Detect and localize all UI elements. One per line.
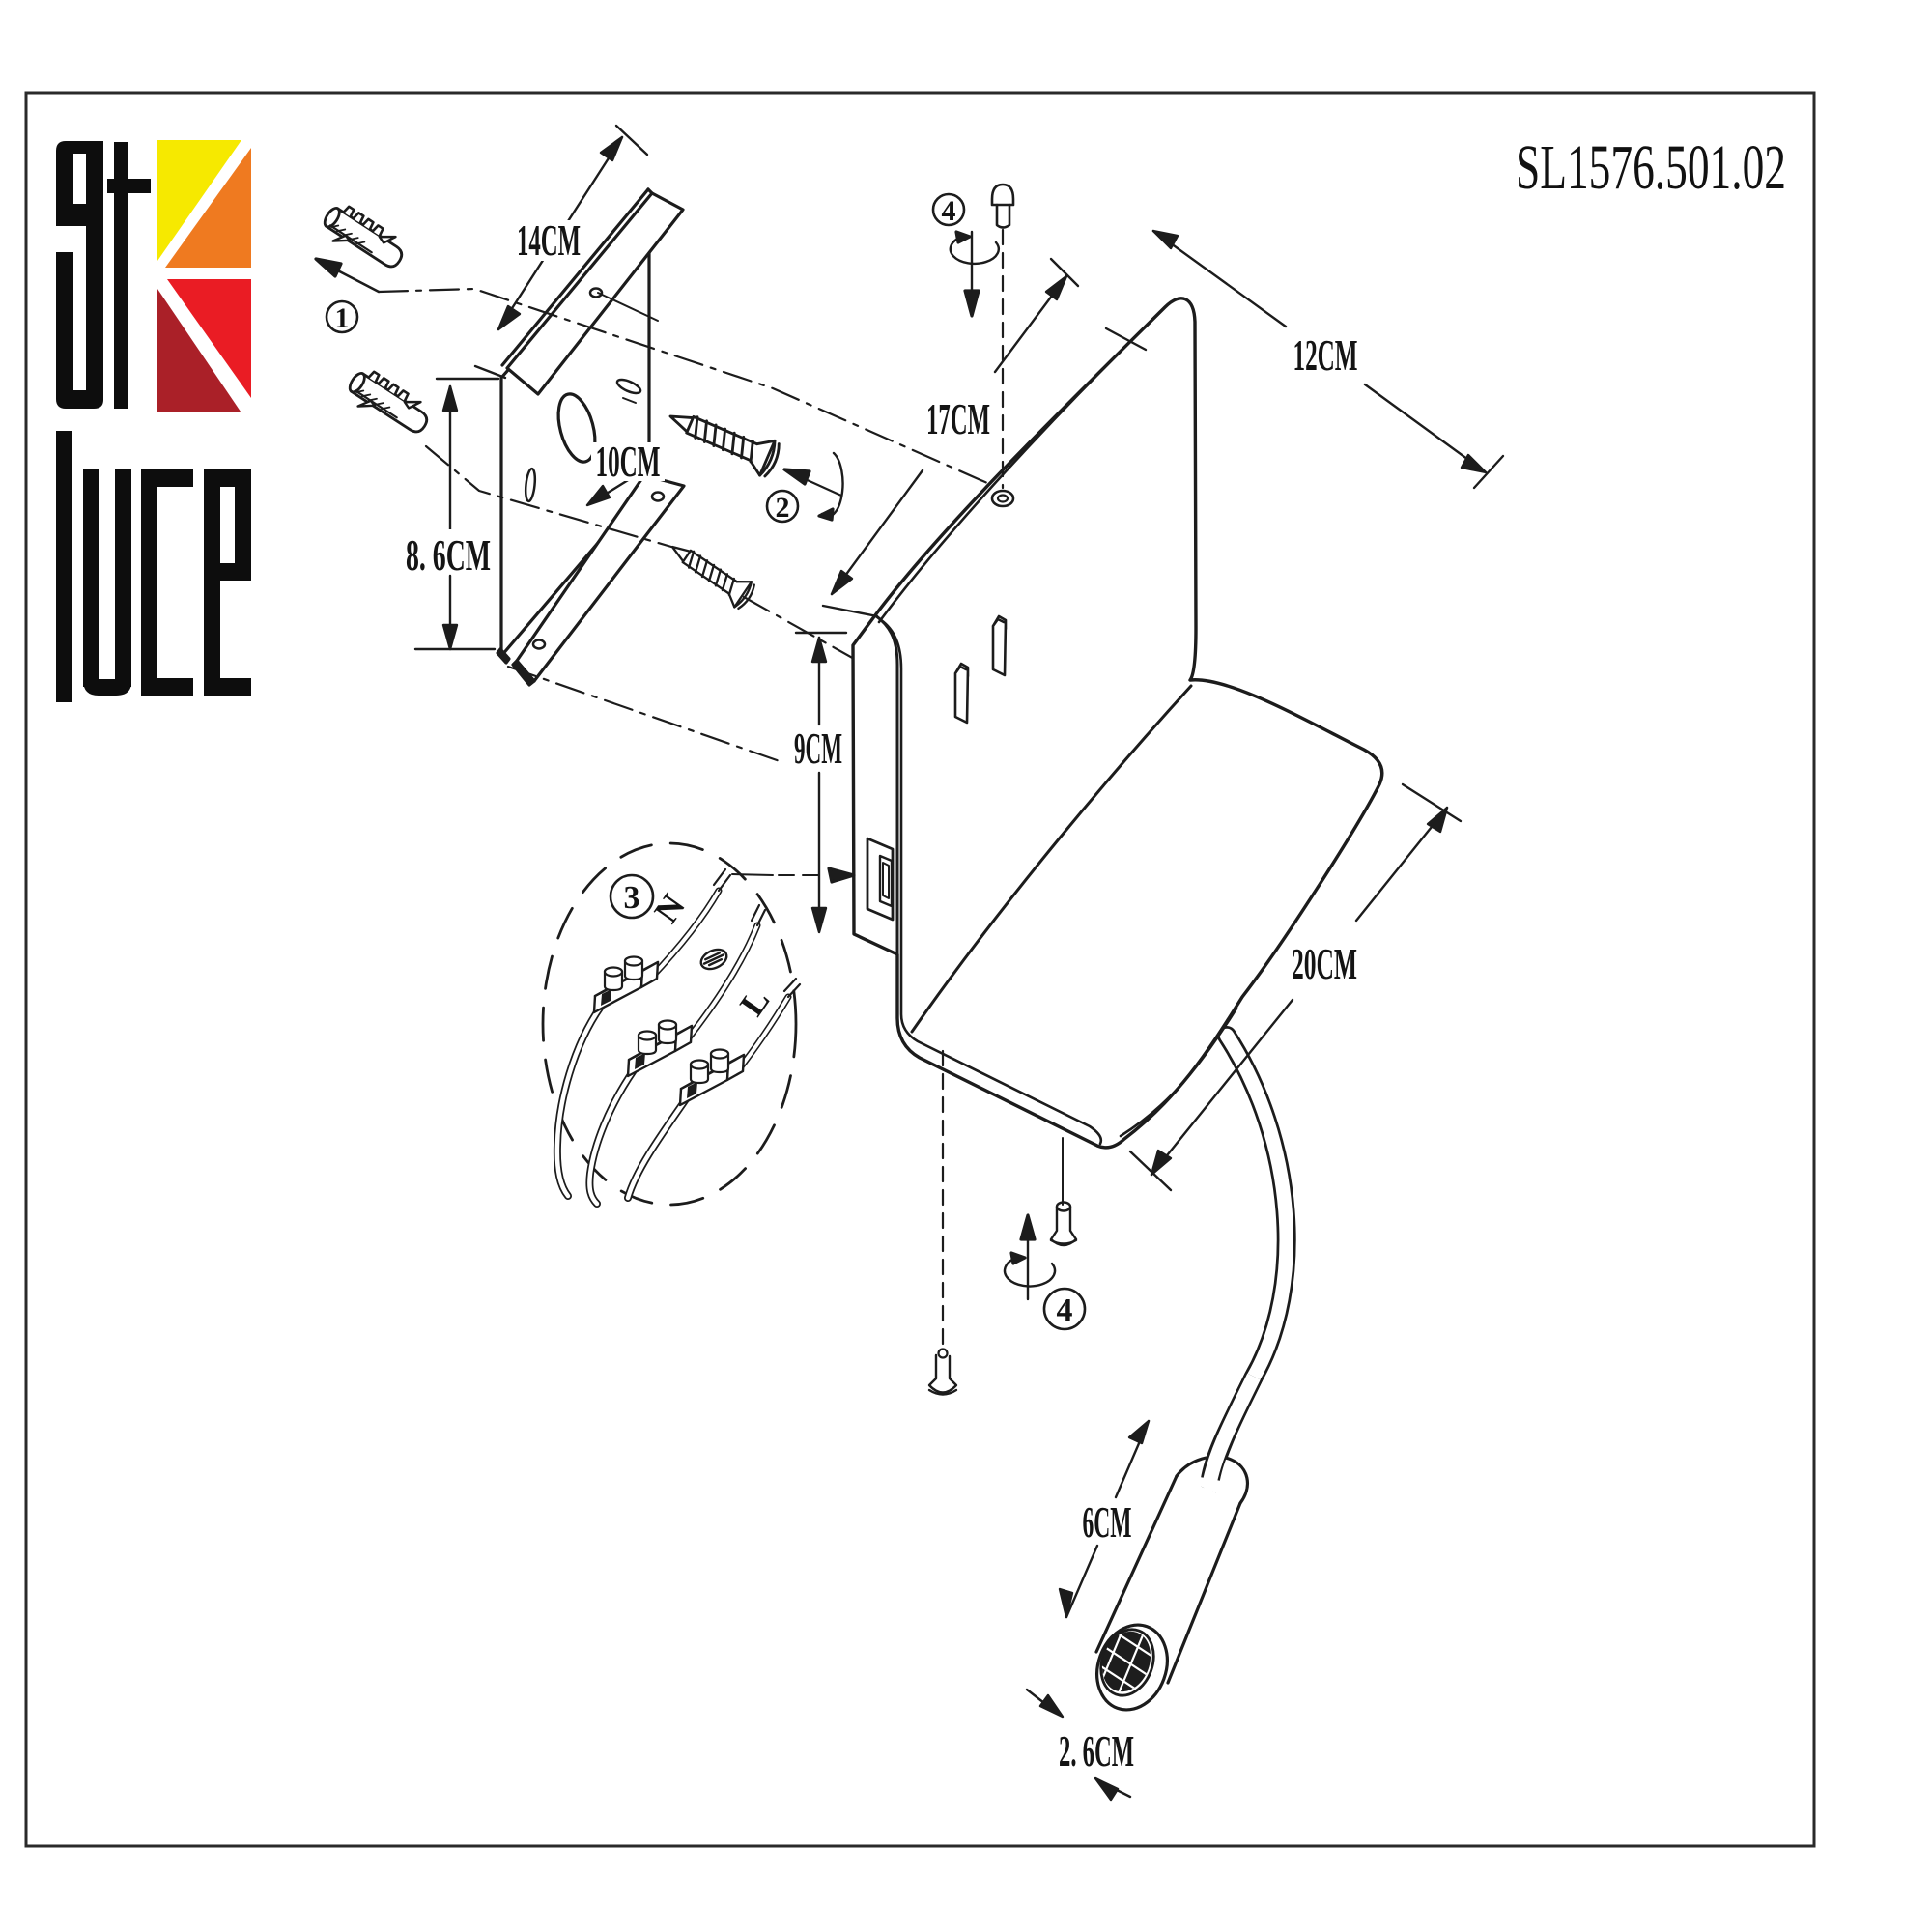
- svg-text:1: 1: [335, 302, 350, 334]
- svg-text:SL1576.501.02: SL1576.501.02: [1516, 132, 1786, 203]
- svg-text:6CM: 6CM: [1083, 1497, 1132, 1547]
- svg-text:14CM: 14CM: [517, 215, 581, 265]
- svg-text:2: 2: [776, 492, 790, 524]
- svg-text:12CM: 12CM: [1293, 330, 1358, 380]
- svg-text:8. 6CM: 8. 6CM: [406, 530, 491, 580]
- svg-text:10CM: 10CM: [596, 437, 661, 486]
- svg-text:4: 4: [1057, 1293, 1073, 1328]
- svg-text:17CM: 17CM: [926, 394, 990, 443]
- svg-text:3: 3: [624, 880, 640, 916]
- svg-text:4: 4: [942, 195, 956, 227]
- svg-text:9CM: 9CM: [794, 724, 842, 773]
- svg-text:2. 6CM: 2. 6CM: [1059, 1726, 1134, 1776]
- svg-text:20CM: 20CM: [1292, 939, 1357, 988]
